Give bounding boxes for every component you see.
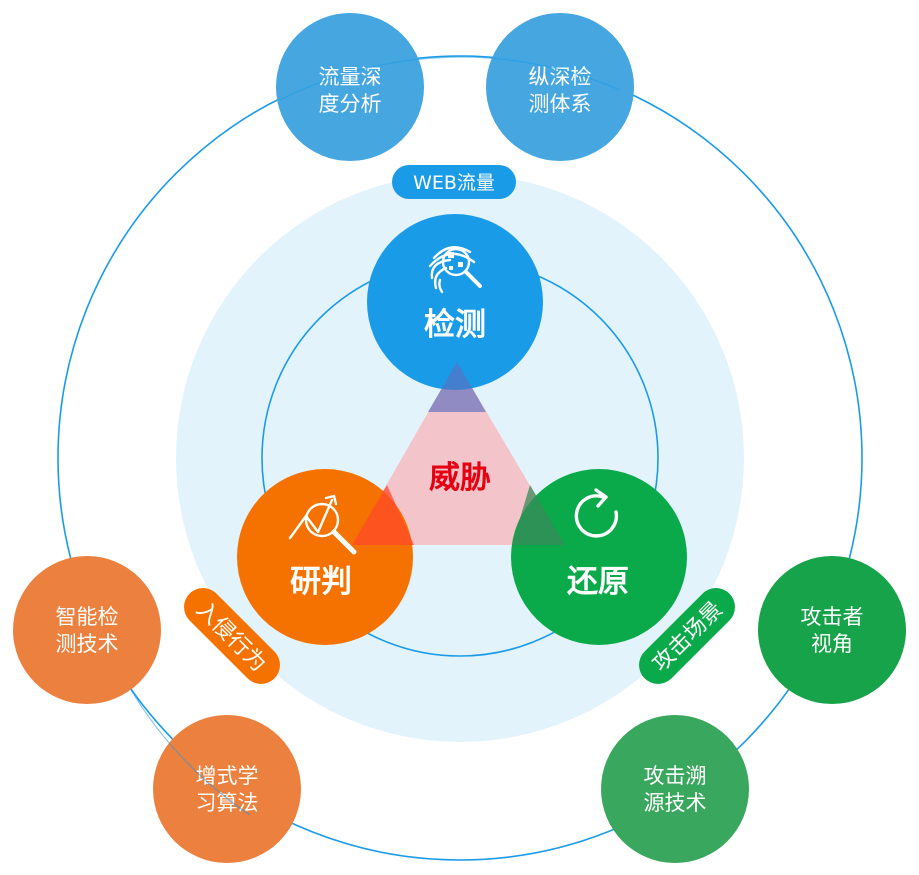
triangle-overlap-analyze	[352, 485, 414, 545]
svg-text:智能检: 智能检	[56, 605, 119, 629]
svg-text:流量深: 流量深	[319, 65, 382, 89]
svg-text:源技术: 源技术	[644, 791, 707, 815]
svg-text:视角: 视角	[811, 632, 853, 656]
satellite-smart-detection: 智能检 测技术	[13, 556, 161, 704]
svg-text:测技术: 测技术	[56, 632, 119, 656]
triangle-overlap-restore	[512, 485, 565, 545]
outer-ring-overlay-top	[279, 56, 621, 101]
fingerprint-search-icon	[428, 246, 482, 294]
satellite-attack-tracing: 攻击溯 源技术	[601, 715, 749, 863]
triangle-overlap-detect	[428, 362, 486, 412]
svg-text:纵深检: 纵深检	[529, 65, 592, 89]
svg-text:度分析: 度分析	[319, 92, 382, 116]
satellite-incremental-learning: 增式学 习算法	[153, 715, 301, 863]
svg-text:增式学: 增式学	[196, 764, 259, 788]
analyze-hub: 研判	[237, 469, 413, 645]
threat-label: 威胁	[429, 460, 491, 496]
svg-text:攻击溯: 攻击溯	[644, 764, 707, 788]
detect-label: 检测	[424, 307, 486, 343]
svg-text:习算法: 习算法	[196, 791, 259, 815]
detect-hub: 检测	[367, 214, 543, 390]
satellite-depth-detection: 纵深检 测体系	[486, 13, 634, 161]
analyze-label: 研判	[290, 564, 352, 600]
restore-label: 还原	[567, 564, 629, 600]
satellite-flow-analysis: 流量深 度分析	[276, 13, 424, 161]
trend-magnifier-icon	[288, 494, 357, 555]
refresh-icon	[574, 488, 619, 538]
svg-text:WEB流量: WEB流量	[413, 172, 495, 194]
satellite-attacker-view: 攻击者 视角	[758, 556, 906, 704]
svg-text:测体系: 测体系	[529, 92, 592, 116]
restore-hub: 还原	[511, 469, 687, 645]
web-traffic-tag: WEB流量	[392, 165, 516, 199]
outer-ring	[57, 55, 863, 861]
threat-triangle	[352, 362, 565, 545]
svg-text:攻击者: 攻击者	[801, 605, 864, 629]
outer-ring-overlay-left	[130, 689, 251, 816]
